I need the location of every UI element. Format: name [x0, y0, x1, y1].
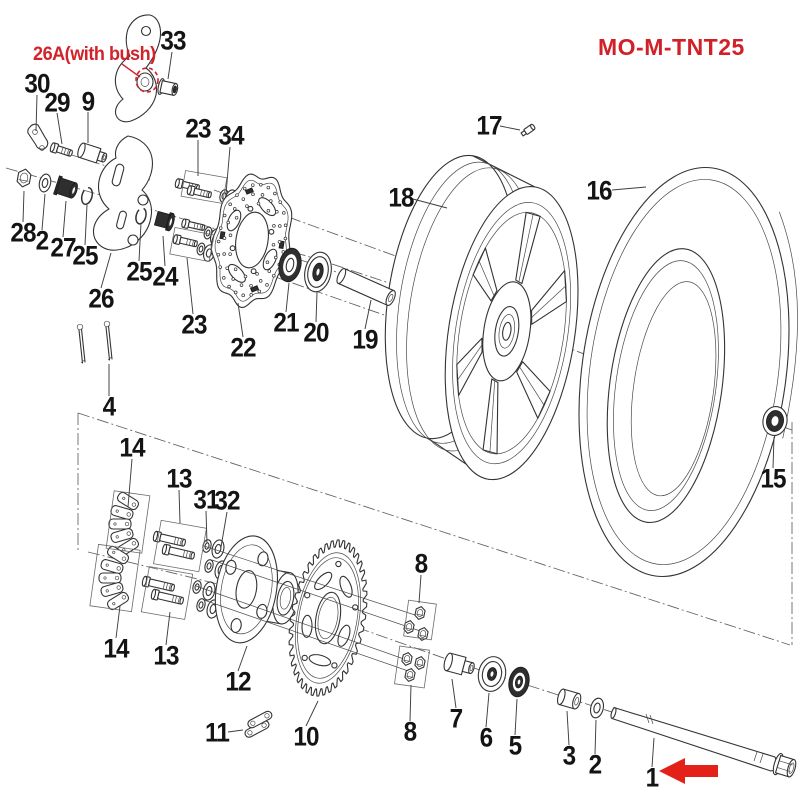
part-label-8b: 8	[403, 716, 418, 747]
part-label-25b: 25	[126, 256, 152, 287]
part-label-26: 26	[88, 283, 114, 314]
part-label-31: 31	[193, 484, 219, 515]
part-label-14b: 14	[103, 633, 129, 664]
part-label-11: 11	[205, 717, 230, 748]
part-label-28: 28	[10, 217, 36, 248]
part-label-4: 4	[102, 391, 117, 422]
red-arrow-icon	[659, 758, 718, 784]
part-label-24: 24	[152, 261, 178, 292]
part-label-20: 20	[303, 317, 329, 348]
bearings-upper	[278, 247, 396, 306]
wheel-rim	[384, 154, 579, 481]
valve-stem	[520, 123, 536, 137]
part-label-5: 5	[508, 730, 523, 761]
bracket-upper	[114, 14, 179, 123]
part-label-23a: 23	[185, 113, 211, 144]
part-label-22: 22	[230, 332, 256, 363]
part-label-25a: 25	[72, 240, 98, 271]
small-parts-upper	[16, 123, 175, 364]
cush-drive-rubbers	[98, 491, 140, 611]
part-label-18: 18	[388, 182, 414, 213]
part-label-13a: 13	[166, 463, 192, 494]
sprocket	[288, 539, 368, 697]
axle	[610, 706, 797, 778]
chain-link	[244, 710, 273, 738]
part-label-17: 17	[476, 110, 502, 141]
part-label-27: 27	[50, 232, 76, 263]
sprocket-hub	[214, 535, 299, 644]
tire	[578, 166, 798, 578]
part-label-16: 16	[586, 175, 612, 206]
sprocket-bolts	[141, 530, 228, 619]
bush-annotation: 26A(with bush)	[33, 44, 156, 65]
hub-nuts	[401, 606, 429, 682]
part-label-10: 10	[293, 721, 319, 752]
leader-lines	[22, 51, 775, 768]
brake-disc	[210, 173, 293, 308]
part-label-33: 33	[160, 25, 186, 56]
part-label-3: 3	[562, 740, 577, 771]
part-label-14a: 14	[119, 432, 145, 463]
red-annotations	[121, 63, 718, 784]
axle-parts	[443, 652, 605, 719]
part-label-6: 6	[479, 722, 494, 753]
bearing-right	[762, 406, 788, 436]
part-label-23b: 23	[181, 309, 207, 340]
part-label-32: 32	[214, 485, 240, 516]
group-boxes	[89, 170, 437, 689]
part-label-15: 15	[760, 463, 786, 494]
part-label-1: 1	[645, 762, 660, 793]
part-label-8a: 8	[414, 548, 429, 579]
model-code: MO-M-TNT25	[598, 34, 745, 60]
part-label-9: 9	[81, 86, 96, 117]
part-label-21: 21	[273, 307, 299, 338]
part-label-29: 29	[44, 87, 70, 118]
red-dashed-circle-icon	[135, 67, 159, 93]
part-label-34: 34	[218, 120, 244, 151]
bolt-through-lines	[195, 545, 427, 674]
part-label-2a: 2	[35, 225, 50, 256]
part-label-19: 19	[352, 324, 378, 355]
part-label-13b: 13	[153, 640, 179, 671]
part-label-30: 30	[24, 68, 50, 99]
part-label-2b: 2	[588, 749, 603, 780]
part-label-12: 12	[225, 666, 251, 697]
part-label-7: 7	[449, 703, 464, 734]
